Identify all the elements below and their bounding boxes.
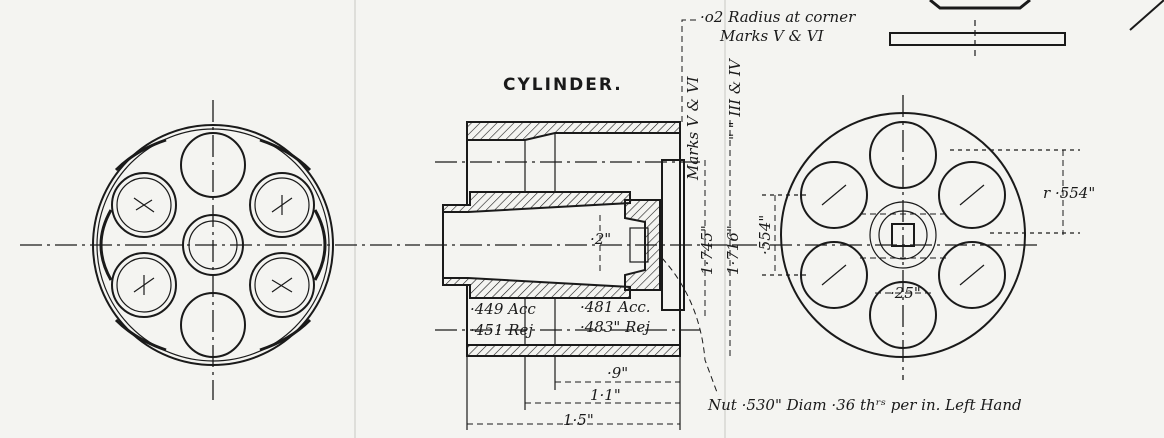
section-ratchet-face xyxy=(661,159,685,311)
marks-iii-iv-label: " " III & IV xyxy=(726,57,744,140)
radius-note-marks: Marks V & VI xyxy=(719,27,825,45)
dim-r554: r ·554" xyxy=(1043,184,1095,202)
right-view-arbor-square xyxy=(891,223,915,247)
right-view-chambers xyxy=(800,121,1006,349)
partial-part-fragment xyxy=(889,0,1164,60)
section-bottom-wall xyxy=(466,344,681,357)
section-top-wall xyxy=(466,121,681,141)
dim-481-acc: ·481 Acc. xyxy=(580,298,651,316)
section-bore-upper xyxy=(442,191,631,213)
cylinder-rear-end-view xyxy=(20,100,420,400)
dim-449-acc: ·449 Acc xyxy=(470,300,536,318)
dim-451-rej: ·451 Rej xyxy=(470,321,533,339)
left-view-flutes xyxy=(99,138,327,352)
radius-note: ·o2 Radius at corner xyxy=(700,8,856,26)
dim-bore-2: ·2" xyxy=(590,230,611,248)
paper-fold-lines xyxy=(354,0,726,438)
dim-554: ·554" xyxy=(756,215,774,255)
dim-1745: 1·745" xyxy=(698,225,716,275)
dim-25: ·25" xyxy=(890,284,921,302)
dim-length-1-1: 1·1" xyxy=(590,386,621,404)
drawing-title: CYLINDER. xyxy=(503,75,623,95)
left-view-outer-circle xyxy=(92,124,334,366)
dim-483-rej: ·483" Rej xyxy=(580,318,650,336)
cylinder-front-end-view: r ·554" ·554" ·25" xyxy=(735,95,1095,380)
marks-v-vi-label: Marks V & VI xyxy=(684,75,702,181)
right-view-outer-circle xyxy=(780,112,1026,358)
left-view-center-boss xyxy=(182,214,244,276)
left-view-chambers xyxy=(111,132,315,358)
nut-note: Nut ·530" Diam ·36 thʳˢ per in. Left Han… xyxy=(707,396,1022,414)
section-bore-lower xyxy=(442,277,631,299)
dim-1716: 1·716" xyxy=(724,225,742,275)
section-ratchet-end xyxy=(624,199,661,291)
dim-length-9: ·9" xyxy=(607,364,628,382)
dim-length-1-5: 1·5" xyxy=(563,411,594,429)
cylinder-section-view: CYLINDER. ·2" 1·745" 1·716" Marks V & VI… xyxy=(425,8,1022,430)
